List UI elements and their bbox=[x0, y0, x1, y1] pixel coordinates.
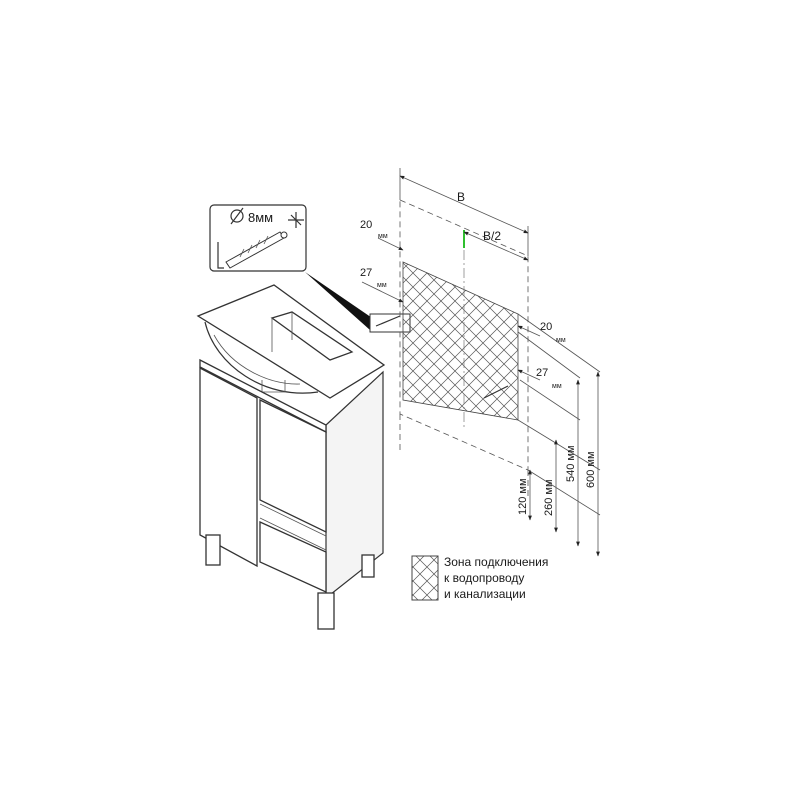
dim-20-top-unit: мм bbox=[378, 233, 388, 240]
basin-bowl-inner bbox=[213, 334, 301, 385]
diameter-icon-slash bbox=[230, 207, 244, 225]
dim-27-top-value: 27 bbox=[360, 267, 372, 279]
dim-20-right-value: 20 bbox=[540, 321, 552, 333]
pointer-arrow bbox=[305, 272, 378, 330]
dim-27-top-unit: мм bbox=[377, 282, 387, 289]
screw-dowel-icon bbox=[217, 231, 288, 269]
dim-27-right-unit: мм bbox=[552, 383, 562, 390]
dim-27-right-line bbox=[517, 369, 541, 381]
wall-outline-extension bbox=[399, 414, 529, 500]
leg-front-right bbox=[317, 592, 335, 630]
basin-bowl bbox=[204, 321, 319, 394]
bottom-drawer bbox=[259, 520, 327, 594]
legend-line-2: к водопроводу bbox=[444, 571, 524, 585]
dim-20-right-line bbox=[517, 325, 541, 337]
drill-bit-icon bbox=[288, 212, 304, 228]
vanity-cabinet bbox=[196, 284, 386, 630]
basin-top bbox=[196, 284, 386, 399]
callout-pointer bbox=[305, 272, 411, 333]
left-door bbox=[199, 366, 258, 568]
dim-20-top-line bbox=[377, 237, 404, 251]
drill-callout: 8мм bbox=[209, 204, 307, 272]
door-gaps bbox=[259, 503, 327, 551]
drill-diameter-label: 8мм bbox=[248, 210, 273, 225]
dim-20-right-unit: мм bbox=[556, 337, 566, 344]
dim-260-label: 260 мм bbox=[543, 479, 555, 516]
drain-siphon bbox=[261, 380, 286, 393]
diameter-icon bbox=[230, 209, 244, 223]
right-door bbox=[259, 398, 327, 534]
dim-b-half-label: B/2 bbox=[483, 229, 501, 243]
legend-line-3: и канализации bbox=[444, 587, 526, 601]
legend-line-1: Зона подключения bbox=[444, 555, 548, 569]
connection-zone-hatch bbox=[402, 261, 519, 421]
bracket-screw bbox=[375, 315, 401, 327]
back-rail-edges bbox=[271, 312, 293, 352]
dim-540-label: 540 мм bbox=[565, 445, 577, 482]
dim-600-label: 600 мм bbox=[585, 451, 597, 488]
mount-screw bbox=[483, 385, 509, 399]
right-extension-lines bbox=[517, 313, 601, 379]
legend-hatch-swatch bbox=[411, 555, 439, 601]
dim-b-line bbox=[399, 175, 529, 234]
height-extension-lines bbox=[517, 379, 601, 516]
dim-b-label: B bbox=[457, 190, 465, 204]
leg-front-left bbox=[205, 534, 221, 566]
dim-20-top-value: 20 bbox=[360, 219, 372, 231]
dim-b-half-line bbox=[463, 231, 529, 261]
dim-27-top-line bbox=[361, 281, 404, 303]
leg-back-right bbox=[361, 554, 375, 578]
dim-120-label: 120 мм bbox=[517, 478, 529, 515]
legend: Зона подключения к водопроводу и канализ… bbox=[411, 555, 548, 601]
dimensions: B B/2 20 мм 27 мм 20 мм 27 мм 120 мм 260… bbox=[360, 175, 600, 557]
dim-27-right-value: 27 bbox=[536, 367, 548, 379]
cabinet-side-panel bbox=[325, 370, 384, 600]
